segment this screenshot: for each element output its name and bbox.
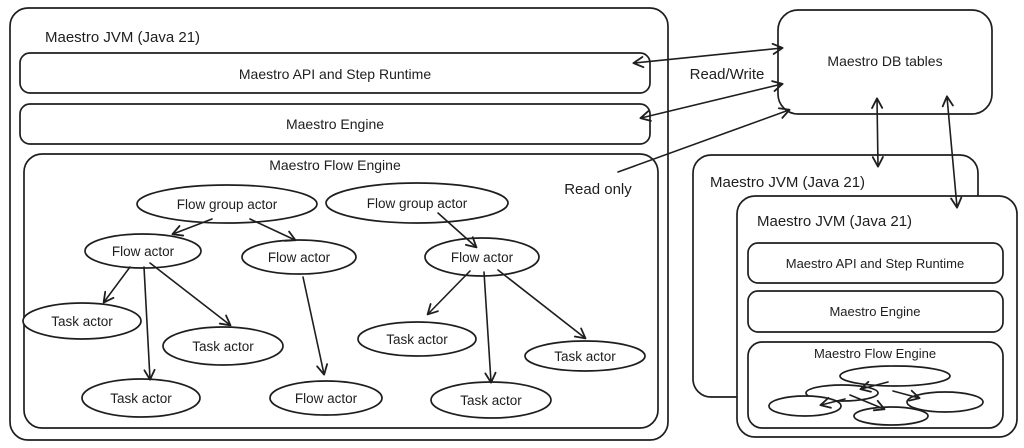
arrow-db-backjvm — [871, 97, 884, 168]
node-flow-actor-3 — [424, 237, 540, 277]
arrow-flow2-flow4 — [302, 276, 329, 376]
left-engine-label: Maestro Engine — [286, 116, 384, 132]
db-connection-arrows: Read/Write Read only — [564, 42, 963, 209]
arrow-api-db-readwrite — [632, 42, 784, 69]
db-tables-label: Maestro DB tables — [827, 53, 942, 69]
left-engine-box — [19, 103, 651, 145]
read-only-label: Read only — [564, 181, 632, 198]
mini-actor-1 — [839, 365, 951, 387]
node-task-actor-2-label: Task actor — [192, 339, 254, 354]
arrow-flow3-task5 — [497, 269, 587, 340]
arrow-group2-flow3 — [437, 212, 478, 249]
node-flow-group-actor-2 — [325, 182, 509, 224]
arrow-flow1-task1 — [102, 266, 131, 304]
arrow-group1-flow1 — [171, 218, 213, 237]
mini-actor-4 — [906, 391, 984, 413]
back-jvm-title: Maestro JVM (Java 21) — [710, 174, 865, 191]
node-task-actor-4 — [357, 321, 477, 357]
node-task-actor-3 — [81, 378, 201, 418]
read-write-label: Read/Write — [690, 66, 765, 83]
front-jvm-group: Maestro JVM (Java 21) Maestro API and St… — [736, 195, 1018, 438]
node-task-actor-3-label: Task actor — [110, 391, 172, 406]
node-flow-group-actor-1-label: Flow group actor — [177, 197, 278, 212]
node-flow-actor-4 — [269, 380, 383, 416]
front-flow-engine-title: Maestro Flow Engine — [814, 346, 936, 361]
node-task-actor-5 — [524, 340, 646, 372]
db-group: Maestro DB tables — [777, 9, 993, 115]
arrow-engine-db-readwrite — [639, 80, 784, 122]
node-task-actor-6-label: Task actor — [460, 393, 522, 408]
node-flow-group-actor-1 — [136, 184, 318, 224]
arrow-flow1-task3 — [143, 266, 156, 381]
front-engine-box — [747, 290, 1004, 333]
arrow-db-frontjvm — [941, 95, 963, 209]
node-task-actor-5-label: Task actor — [554, 349, 616, 364]
node-task-actor-2 — [162, 326, 284, 366]
node-flow-actor-1-label: Flow actor — [112, 244, 175, 259]
mini-arrow-3 — [892, 389, 921, 402]
left-jvm-group: Maestro JVM (Java 21) Maestro API and St… — [9, 7, 669, 441]
mini-actor-5 — [853, 406, 929, 426]
left-jvm-title: Maestro JVM (Java 21) — [45, 29, 200, 46]
mini-arrow-1 — [859, 380, 889, 393]
front-jvm-title: Maestro JVM (Java 21) — [757, 213, 912, 230]
actor-nodes: Flow group actor Flow group actor Flow a… — [22, 182, 646, 419]
node-flow-group-actor-2-label: Flow group actor — [367, 196, 468, 211]
mini-arrow-4 — [819, 396, 846, 409]
left-api-runtime-box — [19, 52, 651, 94]
node-task-actor-1 — [22, 302, 142, 340]
left-flow-engine-title: Maestro Flow Engine — [269, 157, 401, 173]
front-api-runtime-box — [747, 242, 1004, 284]
node-flow-actor-1 — [84, 233, 202, 269]
node-task-actor-4-label: Task actor — [386, 332, 448, 347]
front-engine-label: Maestro Engine — [829, 304, 920, 319]
node-flow-actor-4-label: Flow actor — [295, 391, 358, 406]
arrow-flow3-task6 — [483, 271, 497, 384]
arrow-flow3-task4 — [426, 270, 471, 316]
arrow-flow1-task2 — [149, 262, 232, 327]
node-flow-actor-3-label: Flow actor — [451, 250, 514, 265]
mini-arrow-2 — [849, 394, 886, 412]
mini-actor-3 — [768, 395, 842, 417]
left-api-runtime-label: Maestro API and Step Runtime — [239, 66, 431, 82]
arrow-group1-flow2 — [249, 218, 297, 242]
node-flow-actor-2-label: Flow actor — [268, 250, 331, 265]
front-api-runtime-label: Maestro API and Step Runtime — [786, 256, 964, 271]
node-flow-actor-2 — [241, 239, 357, 275]
arrow-flowengine-db-readonly — [617, 107, 791, 173]
node-task-actor-1-label: Task actor — [51, 314, 113, 329]
mini-actor-cluster — [768, 365, 984, 426]
actor-tree-arrows — [102, 212, 587, 384]
